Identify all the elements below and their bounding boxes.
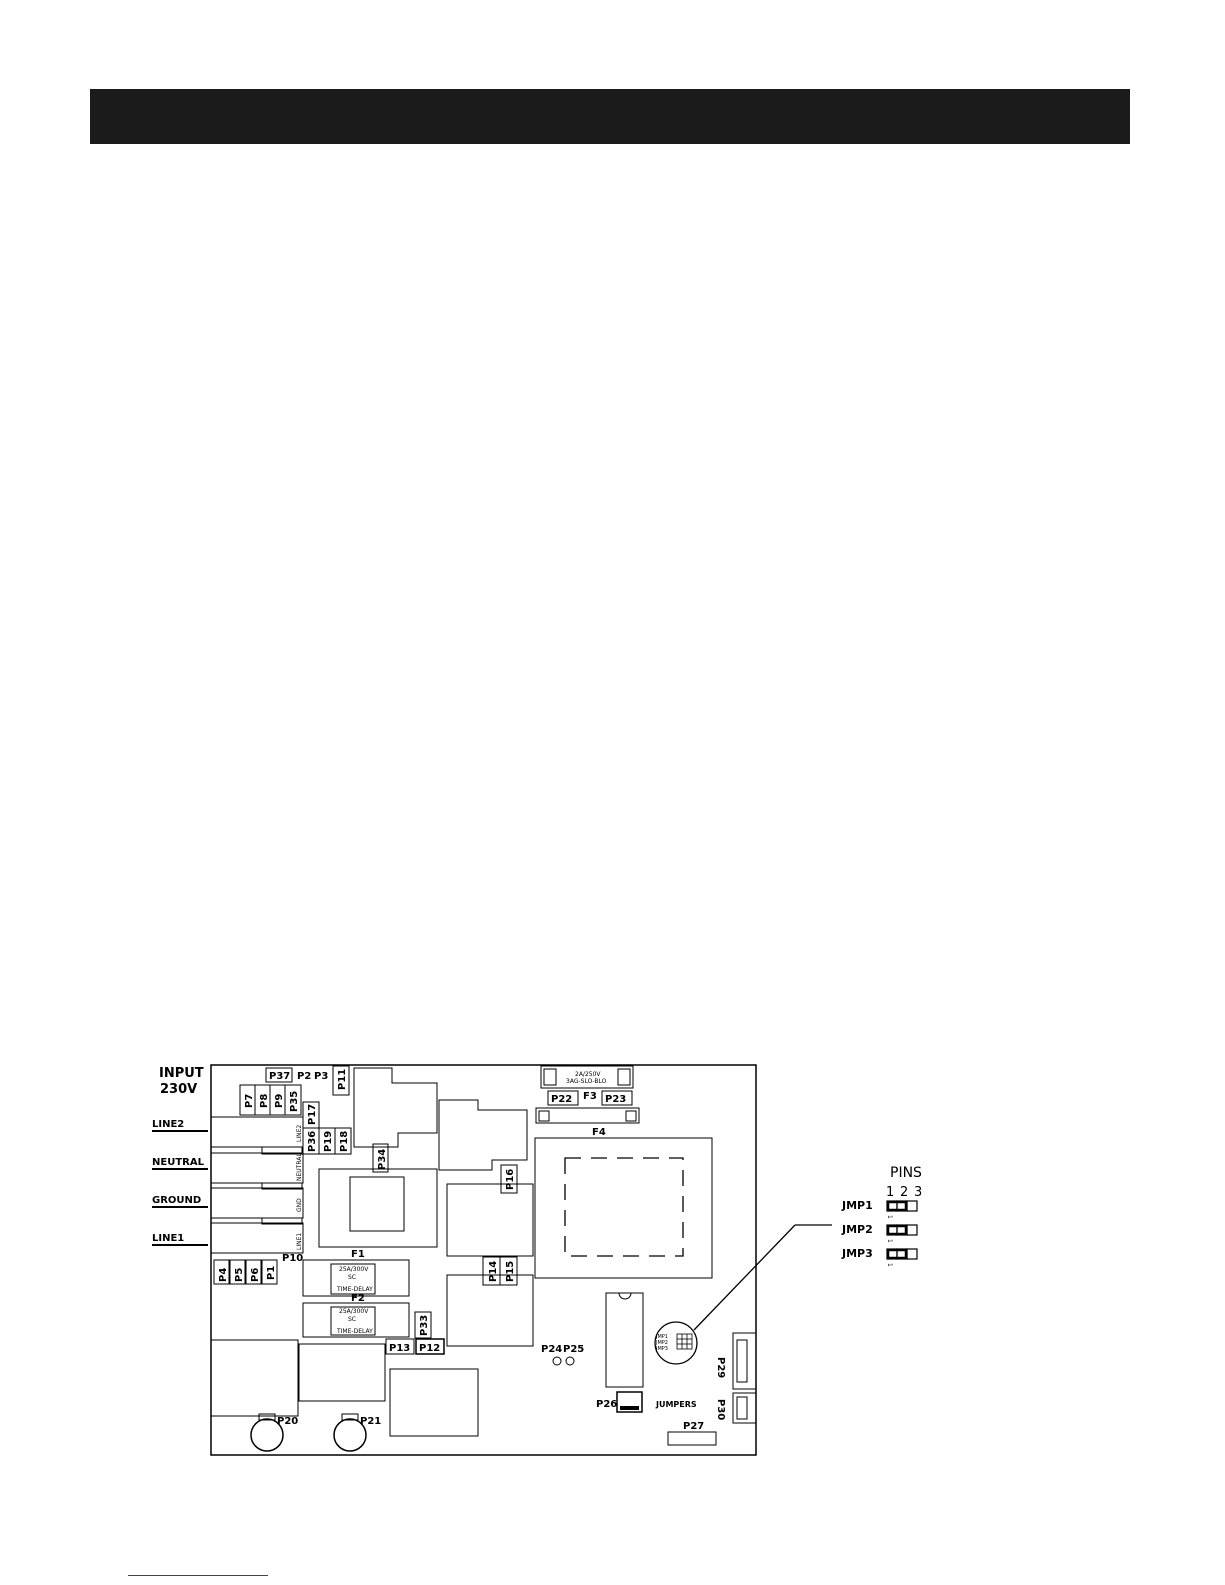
input-label: INPUT xyxy=(159,1066,204,1081)
p25-label: P25 xyxy=(563,1344,584,1355)
transformer-core xyxy=(564,1157,684,1257)
p7-label: P7 xyxy=(244,1094,255,1108)
p6-label: P6 xyxy=(250,1268,261,1282)
terminal-ground: GROUND xyxy=(152,1195,201,1206)
p12-label: P12 xyxy=(419,1343,440,1354)
p2-label: P2 xyxy=(297,1071,311,1082)
f3-rating: 2A/250V xyxy=(575,1071,601,1078)
p37-label: P37 xyxy=(269,1071,290,1082)
p3-label: P3 xyxy=(314,1071,328,1082)
terminal-line1: LINE1 xyxy=(152,1233,184,1244)
input-voltage: 230V xyxy=(160,1082,197,1097)
f1-delay: TIME-DELAY xyxy=(336,1286,373,1293)
svg-text:1: 1 xyxy=(886,1239,893,1243)
f2-type: SC xyxy=(348,1316,356,1323)
pins-title: PINS xyxy=(890,1165,922,1181)
f3-label: F3 xyxy=(583,1091,597,1102)
p22-label: P22 xyxy=(551,1094,572,1105)
p21-label: P21 xyxy=(360,1416,381,1427)
f2-label: F2 xyxy=(351,1293,365,1304)
jumpers-label: JUMPERS xyxy=(655,1400,697,1409)
f2-rating: 25A/300V xyxy=(339,1308,369,1315)
p20-label: P20 xyxy=(277,1416,298,1427)
p24-label: P24 xyxy=(541,1344,562,1355)
terminal-labels: LINE2 NEUTRAL GROUND LINE1 xyxy=(152,1119,208,1246)
svg-text:NEUTRAL: NEUTRAL xyxy=(296,1153,303,1181)
f1-type: SC xyxy=(348,1274,356,1281)
p19-label: P19 xyxy=(323,1131,334,1152)
p35-label: P35 xyxy=(289,1091,300,1112)
p8-label: P8 xyxy=(259,1094,270,1108)
pin-number-1: 1 xyxy=(886,1185,894,1200)
p11-label: P11 xyxy=(337,1069,348,1090)
p36-label: P36 xyxy=(307,1131,318,1152)
p9-label: P9 xyxy=(274,1094,285,1108)
jmp2-label: JMP2 xyxy=(841,1223,873,1236)
terminal-block xyxy=(210,1116,304,1254)
board-outline xyxy=(210,1064,757,1456)
p17-label: P17 xyxy=(307,1104,318,1125)
terminal-line2: LINE2 xyxy=(152,1119,184,1130)
footer-link-line xyxy=(128,1575,268,1576)
p1-label: P1 xyxy=(266,1266,277,1280)
f1-label: F1 xyxy=(351,1249,365,1260)
p15-label: P15 xyxy=(505,1261,516,1282)
p14-label: P14 xyxy=(488,1261,499,1282)
svg-text:JMP2: JMP2 xyxy=(655,1340,668,1346)
svg-text:GND: GND xyxy=(296,1198,303,1212)
p13-label: P13 xyxy=(389,1343,410,1354)
jumper-detail: PINS 1 2 3 JMP1 JMP2 JMP3 1 1 1 xyxy=(841,1165,922,1267)
svg-text:1: 1 xyxy=(886,1263,893,1267)
f4-label: F4 xyxy=(592,1127,606,1138)
p27-label: P27 xyxy=(683,1421,704,1432)
svg-text:1: 1 xyxy=(886,1215,893,1219)
relays xyxy=(210,1067,534,1437)
p18-label: P18 xyxy=(339,1131,350,1152)
f3-type: 3AG-SLO-BLO xyxy=(566,1078,607,1085)
p34-label: P34 xyxy=(377,1149,388,1170)
p30-label: P30 xyxy=(715,1399,726,1420)
header-bar xyxy=(90,89,1130,144)
ic-chip xyxy=(605,1292,644,1388)
p23-label: P23 xyxy=(605,1094,626,1105)
f1-rating: 25A/300V xyxy=(339,1266,369,1273)
f2-delay: TIME-DELAY xyxy=(336,1328,373,1335)
terminal-block-labels: LINE2 NEUTRAL GND LINE1 xyxy=(296,1125,303,1250)
p4-label: P4 xyxy=(218,1268,229,1282)
jmp1-label: JMP1 xyxy=(841,1199,873,1212)
pin-number-2: 2 xyxy=(900,1185,908,1200)
svg-text:LINE2: LINE2 xyxy=(296,1125,303,1142)
svg-text:JMP1: JMP1 xyxy=(655,1334,668,1340)
p33-label: P33 xyxy=(419,1315,430,1336)
jumper-block xyxy=(654,1321,698,1365)
p5-label: P5 xyxy=(234,1268,245,1282)
p29-label: P29 xyxy=(715,1357,726,1378)
p26-label: P26 xyxy=(596,1399,617,1410)
pin-number-3: 3 xyxy=(914,1185,922,1200)
svg-text:LINE1: LINE1 xyxy=(296,1233,303,1250)
svg-text:JMP3: JMP3 xyxy=(655,1346,668,1352)
jmp3-label: JMP3 xyxy=(841,1247,873,1260)
p10-label: P10 xyxy=(282,1253,303,1264)
terminal-neutral: NEUTRAL xyxy=(152,1157,205,1168)
p16-label: P16 xyxy=(505,1169,516,1190)
